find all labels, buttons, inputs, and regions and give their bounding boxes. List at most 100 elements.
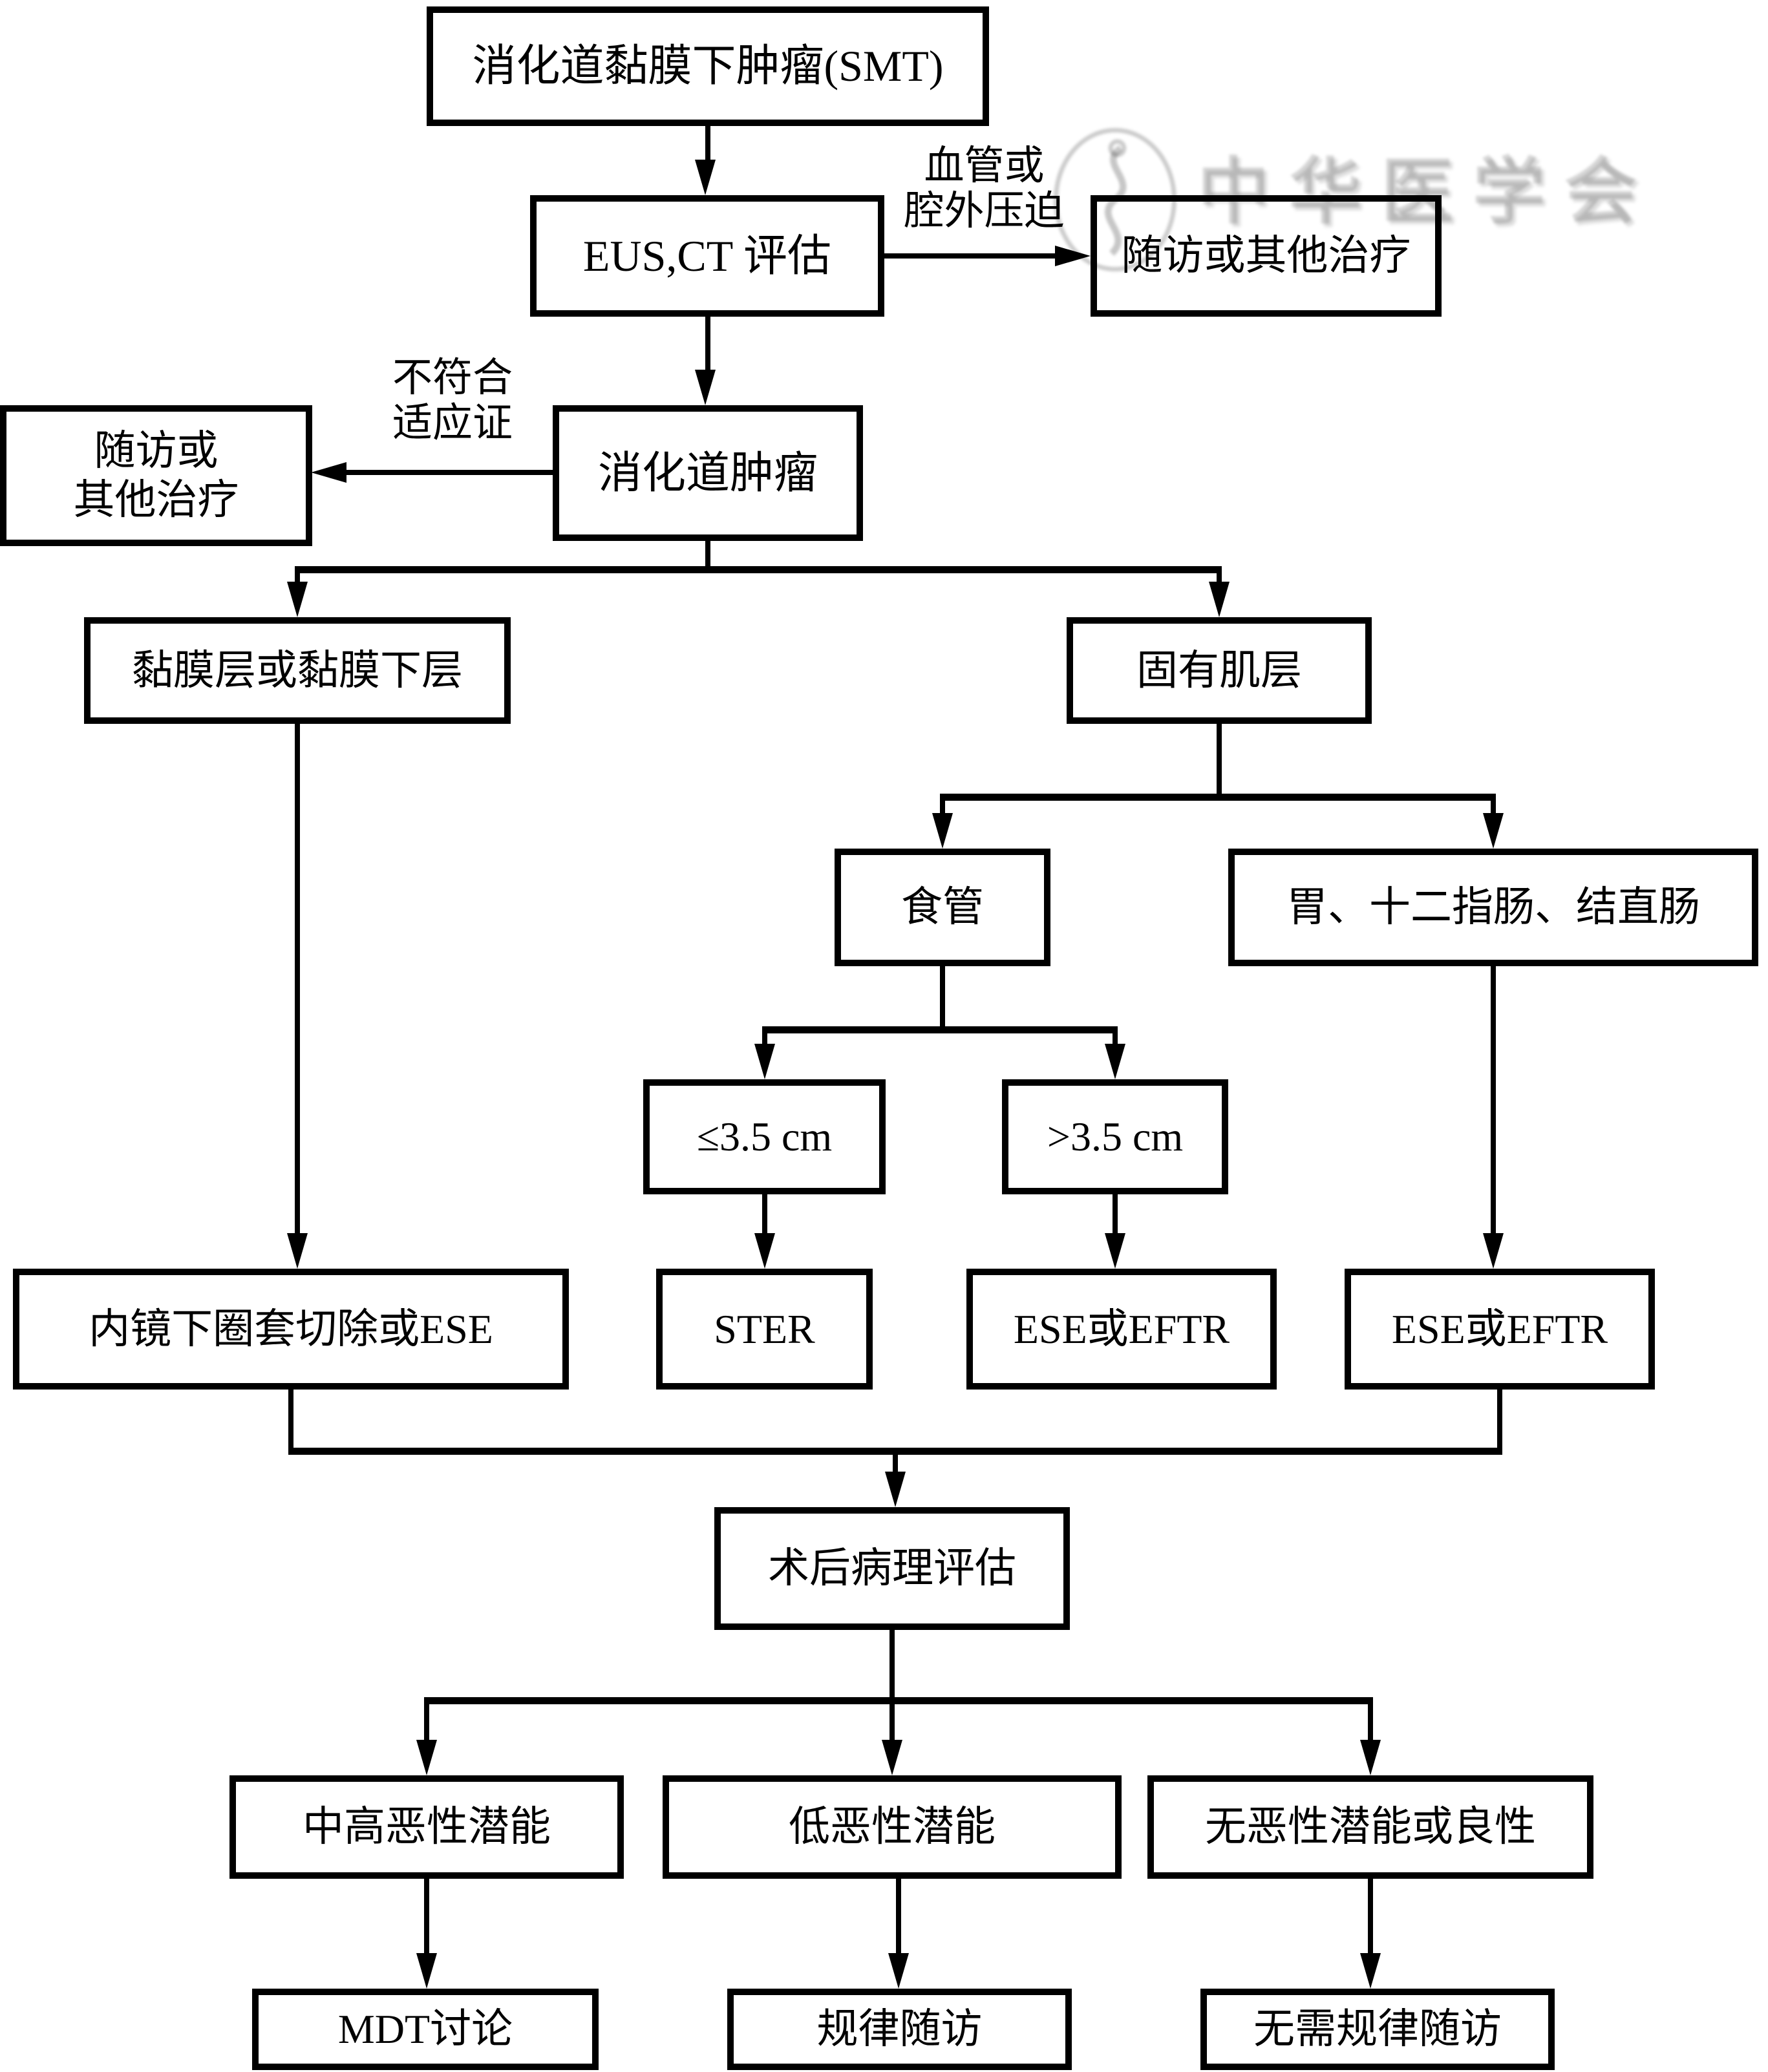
edge-label-vascular-line1: 血管或 (924, 144, 1045, 188)
edge-low-regular-line (896, 1879, 901, 1955)
edge-collector-bar (288, 1448, 1502, 1455)
node-mucosa-label: 黏膜层或黏膜下层 (132, 647, 463, 693)
node-mucosa: 黏膜层或黏膜下层 (84, 617, 511, 724)
edge-benign-noregular-arrow-icon (1360, 1953, 1381, 1989)
edge-esophagus-split-bar (762, 1026, 1118, 1033)
edge-split-low-line (889, 1704, 895, 1742)
edge-pathology-split-stem (889, 1630, 895, 1701)
edge-le35-ster-arrow-icon (754, 1233, 775, 1269)
edge-split-benign-arrow-icon (1360, 1740, 1381, 1775)
edge-split-midhigh-arrow-icon (416, 1740, 437, 1775)
node-low-potential-label: 低恶性潜能 (789, 1804, 996, 1850)
edge-split-mucosa-arrow-icon (287, 582, 308, 617)
edge-tumor-followup-arrow-icon (311, 462, 346, 483)
edge-split-midhigh-line (424, 1704, 429, 1742)
edge-mucosa-snare-line (295, 724, 300, 1234)
edge-midhigh-mdt-arrow-icon (416, 1953, 437, 1989)
edge-collector-pathology-line (893, 1455, 898, 1474)
node-eus-ct-label: EUS,CT 评估 (582, 231, 832, 280)
node-mdt: MDT讨论 (252, 1989, 599, 2070)
node-mid-high-potential-label: 中高恶性潜能 (303, 1804, 551, 1850)
node-no-potential-benign-label: 无恶性潜能或良性 (1205, 1804, 1536, 1850)
node-low-potential: 低恶性潜能 (663, 1775, 1122, 1879)
node-mdt-label: MDT讨论 (337, 2006, 513, 2053)
edge-label-indication-line1: 不符合 (392, 356, 513, 400)
node-no-regular-followup: 无需规律随访 (1200, 1989, 1555, 2070)
edge-benign-noregular-line (1368, 1879, 1373, 1955)
node-le-35cm: ≤3.5 cm (643, 1079, 886, 1194)
node-tumor: 消化道肿瘤 (553, 405, 863, 541)
edge-pathology-split-bar (424, 1697, 1373, 1704)
edge-collector-pathology-arrow-icon (885, 1472, 906, 1507)
node-pathology-label: 术后病理评估 (768, 1545, 1016, 1592)
node-ster-label: STER (714, 1306, 815, 1352)
node-muscularis: 固有肌层 (1067, 617, 1372, 724)
node-gt-35cm-label: >3.5 cm (1047, 1114, 1184, 1160)
node-followup-left-line2: 其他治疗 (73, 477, 239, 523)
edge-split-muscularis-arrow-icon (1209, 582, 1230, 617)
edge-split-stomach-line (1491, 801, 1496, 815)
edge-split-mucosa-line (295, 573, 300, 585)
edge-split-benign-line (1368, 1704, 1373, 1742)
edge-gt35-eftr-line (1113, 1194, 1118, 1234)
edge-split-le35-arrow-icon (754, 1044, 775, 1079)
node-followup-left-line1: 随访或 (94, 428, 218, 474)
edge-gt35-eftr-arrow-icon (1105, 1233, 1125, 1269)
node-pathology: 术后病理评估 (714, 1507, 1070, 1630)
node-tumor-label: 消化道肿瘤 (597, 448, 818, 498)
node-no-potential-benign: 无恶性潜能或良性 (1147, 1775, 1593, 1879)
edge-eftr2-collector-line (1497, 1390, 1502, 1455)
edge-tumor-split-bar (295, 566, 1222, 573)
node-mid-high-potential: 中高恶性潜能 (229, 1775, 624, 1879)
edge-label-not-meet-indication: 不符合 适应证 (349, 355, 556, 446)
node-followup-top: 随访或其他治疗 (1091, 195, 1442, 317)
node-followup-left: 随访或 其他治疗 (0, 405, 312, 546)
node-eus-ct: EUS,CT 评估 (530, 195, 884, 317)
edge-muscularis-split-stem (1217, 724, 1222, 796)
edge-mucosa-snare-arrow-icon (287, 1233, 308, 1269)
node-stomach-duodenum-colorectum: 胃、十二指肠、结直肠 (1228, 849, 1758, 966)
edge-eus-followup-line (884, 253, 1057, 259)
edge-smt-eus-arrow-icon (695, 160, 716, 195)
edge-label-indication-line2: 适应证 (392, 401, 513, 445)
edge-split-gt35-line (1113, 1033, 1118, 1046)
edge-split-le35-line (762, 1033, 767, 1046)
node-gt-35cm: >3.5 cm (1002, 1079, 1228, 1194)
edge-eus-followup-arrow-icon (1055, 246, 1091, 266)
node-le-35cm-label: ≤3.5 cm (696, 1114, 833, 1160)
node-esophagus-label: 食管 (901, 884, 984, 931)
node-stomach-duodenum-colorectum-label: 胃、十二指肠、结直肠 (1286, 884, 1700, 931)
edge-esophagus-split-stem (940, 966, 945, 1029)
edge-midhigh-mdt-line (424, 1879, 429, 1955)
edge-low-regular-arrow-icon (888, 1953, 909, 1989)
node-no-regular-followup-label: 无需规律随访 (1253, 2006, 1502, 2053)
edge-eus-tumor-arrow-icon (695, 370, 716, 405)
node-regular-followup-label: 规律随访 (816, 2006, 983, 2053)
edge-label-vascular-compression: 血管或 腔外压迫 (876, 143, 1092, 234)
node-smt: 消化道黏膜下肿瘤(SMT) (427, 6, 989, 126)
edge-split-low-arrow-icon (882, 1740, 902, 1775)
edge-muscularis-split-bar (940, 794, 1496, 801)
edge-tumor-split-stem (705, 541, 710, 571)
edge-eus-tumor-line (705, 317, 710, 372)
node-ese-or-eftr-esophagus: ESE或EFTR (966, 1269, 1277, 1390)
edge-tumor-followup-line (345, 470, 553, 475)
edge-split-muscularis-line (1217, 573, 1222, 585)
edge-snare-collector-line (288, 1390, 293, 1455)
node-ese-or-eftr-esophagus-label: ESE或EFTR (1013, 1306, 1230, 1352)
edge-stomach-eftr-arrow-icon (1483, 1233, 1504, 1269)
edge-split-stomach-arrow-icon (1483, 813, 1504, 849)
node-snare-or-ese-label: 内镜下圈套切除或ESE (89, 1306, 493, 1352)
edge-le35-ster-line (762, 1194, 767, 1234)
edge-split-gt35-arrow-icon (1105, 1044, 1125, 1079)
edge-stomach-eftr-line (1491, 966, 1496, 1234)
node-smt-label: 消化道黏膜下肿瘤(SMT) (472, 41, 944, 91)
edge-split-esophagus-arrow-icon (932, 813, 953, 849)
edge-label-vascular-line2: 腔外压迫 (904, 189, 1065, 233)
node-muscularis-label: 固有肌层 (1136, 647, 1302, 693)
node-ese-or-eftr-stomach-label: ESE或EFTR (1391, 1306, 1608, 1352)
node-snare-or-ese: 内镜下圈套切除或ESE (13, 1269, 569, 1390)
edge-smt-eus-line (705, 126, 710, 162)
node-regular-followup: 规律随访 (727, 1989, 1072, 2070)
